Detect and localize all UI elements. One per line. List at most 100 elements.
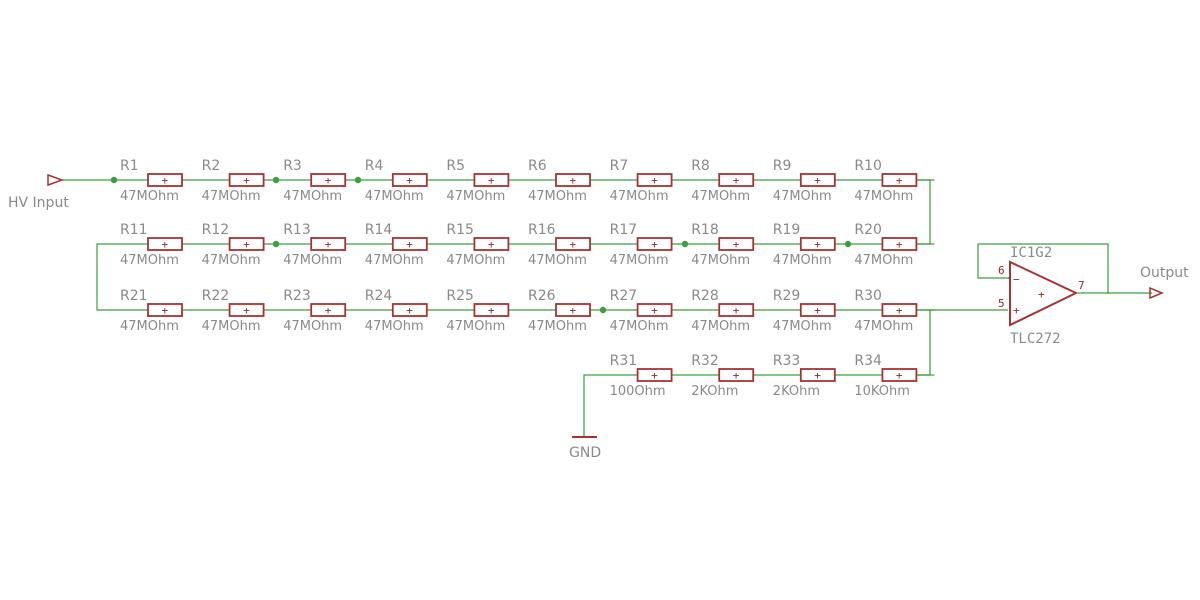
resistor-value: 47MOhm xyxy=(120,319,179,334)
resistor-value: 47MOhm xyxy=(365,319,424,334)
resistor-r23[interactable]: + R23 47MOhm xyxy=(283,288,347,334)
resistor-marker: + xyxy=(733,238,740,251)
opamp-plus-sign-center: + xyxy=(1038,288,1045,301)
ground-label: GND xyxy=(569,445,601,461)
resistor-marker: + xyxy=(896,174,903,187)
resistor-body-icon xyxy=(310,303,347,317)
resistor-marker: + xyxy=(325,304,332,317)
resistor-body-icon xyxy=(391,237,428,251)
resistor-body-icon xyxy=(881,303,918,317)
resistor-body-icon xyxy=(473,237,510,251)
resistor-value: 47MOhm xyxy=(610,253,669,268)
resistor-body-icon xyxy=(228,173,265,187)
resistor-marker: + xyxy=(896,369,903,382)
opamp-pin6-number: 6 xyxy=(998,264,1005,277)
resistor-marker: + xyxy=(243,174,250,187)
resistor-value: 47MOhm xyxy=(773,189,832,204)
resistor-value: 47MOhm xyxy=(691,253,750,268)
resistor-body-icon xyxy=(310,237,347,251)
resistor-marker: + xyxy=(488,174,495,187)
resistor-value: 47MOhm xyxy=(691,189,750,204)
resistor-value: 10KOhm xyxy=(854,384,910,399)
resistor-name: R10 xyxy=(854,158,882,174)
resistor-name: R23 xyxy=(283,288,311,304)
input-arrow-icon xyxy=(47,173,65,187)
resistor-name: R32 xyxy=(691,353,719,369)
output-port[interactable]: Output xyxy=(1140,265,1189,300)
resistor-body-icon xyxy=(147,303,183,317)
output-label: Output xyxy=(1140,265,1189,281)
opamp-part-label: IC1G2 xyxy=(1010,245,1052,261)
resistor-marker: + xyxy=(814,369,821,382)
junction-dot xyxy=(110,176,118,184)
resistor-marker: + xyxy=(406,174,413,187)
resistor-body-icon xyxy=(718,237,755,251)
resistor-value: 47MOhm xyxy=(610,319,669,334)
resistor-body-icon xyxy=(147,237,183,251)
resistor-marker: + xyxy=(651,238,658,251)
resistor-marker: + xyxy=(406,238,413,251)
resistor-marker: + xyxy=(814,238,821,251)
resistor-body-icon xyxy=(228,303,265,317)
resistor-body-icon xyxy=(310,173,347,187)
resistor-body-icon xyxy=(799,368,836,382)
opamp-ic1g2[interactable]: 6 5 7 − + + IC1G2 TLC272 xyxy=(998,245,1085,347)
resistor-value: 47MOhm xyxy=(610,189,669,204)
resistor-value: 47MOhm xyxy=(446,189,505,204)
resistor-body-icon xyxy=(636,237,673,251)
resistor-marker: + xyxy=(488,304,495,317)
resistor-value: 47MOhm xyxy=(365,189,424,204)
resistor-body-icon xyxy=(881,368,918,382)
resistor-value: 47MOhm xyxy=(202,189,261,204)
resistor-marker: + xyxy=(814,304,821,317)
resistor-value: 2KOhm xyxy=(773,384,820,399)
resistor-marker: + xyxy=(162,304,169,317)
resistor-value: 47MOhm xyxy=(120,189,179,204)
resistor-marker: + xyxy=(406,304,413,317)
resistor-body-icon xyxy=(555,237,591,251)
hv-input-port[interactable]: HV Input xyxy=(8,173,69,211)
resistor-name: R8 xyxy=(691,158,710,174)
resistor-value: 100Ohm xyxy=(610,384,666,399)
resistor-body-icon xyxy=(636,303,673,317)
resistor-value: 47MOhm xyxy=(773,319,832,334)
resistor-name: R28 xyxy=(691,288,719,304)
resistor-value: 47MOhm xyxy=(283,319,342,334)
resistor-marker: + xyxy=(325,238,332,251)
resistor-value: 47MOhm xyxy=(202,253,261,268)
